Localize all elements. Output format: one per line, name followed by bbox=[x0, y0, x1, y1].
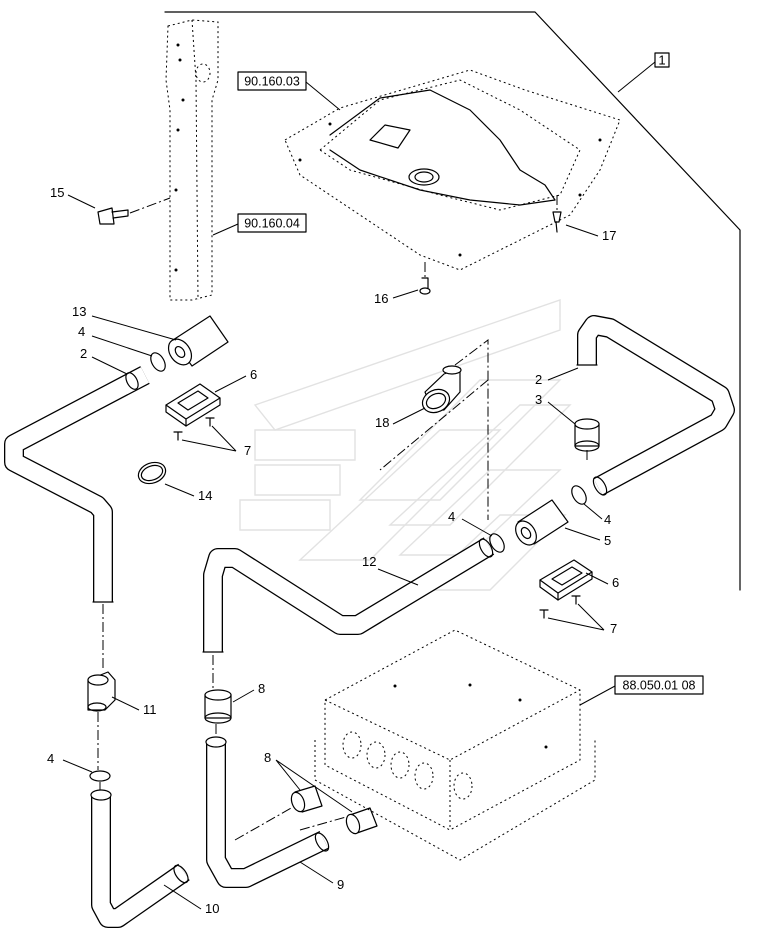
callout-11: 11 bbox=[143, 702, 157, 717]
clamp-4-center bbox=[489, 533, 505, 553]
screws-7-left bbox=[173, 417, 215, 441]
cab-roof-panel bbox=[284, 69, 621, 271]
ref-cab-roof-leader bbox=[305, 81, 341, 111]
callout-4-upper-left: 4 bbox=[78, 324, 85, 339]
callout-5: 5 bbox=[604, 533, 611, 548]
callout-3: 3 bbox=[535, 392, 542, 407]
callout-6-left: 6 bbox=[250, 367, 257, 382]
clamp-4-right bbox=[571, 485, 587, 505]
callout-12: 12 bbox=[362, 554, 376, 569]
callout-15: 15 bbox=[50, 185, 64, 200]
group-ref-box bbox=[654, 52, 670, 68]
callout-10: 10 bbox=[205, 901, 219, 916]
callout-13: 13 bbox=[72, 304, 86, 319]
bracket-6-left bbox=[165, 383, 221, 427]
screw-15 bbox=[97, 197, 171, 225]
group-bracket-line bbox=[164, 11, 741, 591]
ref-cab-post-leader bbox=[212, 223, 239, 236]
bracket-6-right bbox=[539, 559, 593, 601]
callout-4-center: 4 bbox=[448, 509, 455, 524]
callout-2-right: 2 bbox=[535, 372, 542, 387]
ref-heater-unit: 88.050.01 08 bbox=[623, 679, 696, 693]
ref-cab-post: 90.160.04 bbox=[244, 217, 300, 231]
screw-16 bbox=[419, 262, 431, 295]
clip-14 bbox=[137, 461, 167, 485]
callout-8-lower: 8 bbox=[264, 750, 271, 765]
screws-7-right bbox=[539, 595, 581, 619]
callout-8-upper: 8 bbox=[258, 681, 265, 696]
ref-box-cab-post bbox=[237, 213, 307, 233]
hose-9 bbox=[205, 736, 330, 888]
connector-8-upper bbox=[204, 689, 232, 724]
hose-12 bbox=[202, 537, 495, 653]
screw-17 bbox=[552, 195, 562, 233]
hose-10 bbox=[90, 789, 190, 928]
callout-2-left: 2 bbox=[80, 346, 87, 361]
clamp-4-lower-left bbox=[89, 770, 111, 782]
callout-16: 16 bbox=[374, 291, 388, 306]
ref-cab-roof: 90.160.03 bbox=[244, 75, 300, 89]
coupler-3 bbox=[574, 418, 600, 452]
callout-7-right: 7 bbox=[610, 621, 617, 636]
ref-box-heater-unit bbox=[614, 675, 704, 695]
callout-14: 14 bbox=[198, 488, 212, 503]
connector-5 bbox=[515, 499, 569, 546]
group-ref-number: 1 bbox=[658, 53, 665, 68]
callout-17: 17 bbox=[602, 228, 616, 243]
ref-box-cab-roof bbox=[237, 71, 307, 91]
callout-4-lower-left: 4 bbox=[47, 751, 54, 766]
callout-18: 18 bbox=[375, 415, 389, 430]
connectors-8-lower bbox=[290, 785, 378, 835]
clamp-4-upper-left bbox=[150, 352, 166, 372]
callout-9: 9 bbox=[337, 877, 344, 892]
cab-post bbox=[165, 19, 219, 301]
ref-heater-unit-leader bbox=[579, 685, 616, 706]
connector-13 bbox=[167, 315, 229, 367]
hose-2-left bbox=[4, 366, 150, 603]
callout-7-left: 7 bbox=[244, 443, 251, 458]
hose-2-right bbox=[576, 315, 735, 496]
nozzle-18 bbox=[421, 365, 462, 414]
group-ref-leader bbox=[617, 61, 656, 93]
heater-unit bbox=[314, 629, 596, 861]
watermark-logo bbox=[239, 299, 572, 591]
elbow-11 bbox=[87, 671, 116, 712]
callout-4-right: 4 bbox=[604, 512, 611, 527]
callout-6-right: 6 bbox=[612, 575, 619, 590]
